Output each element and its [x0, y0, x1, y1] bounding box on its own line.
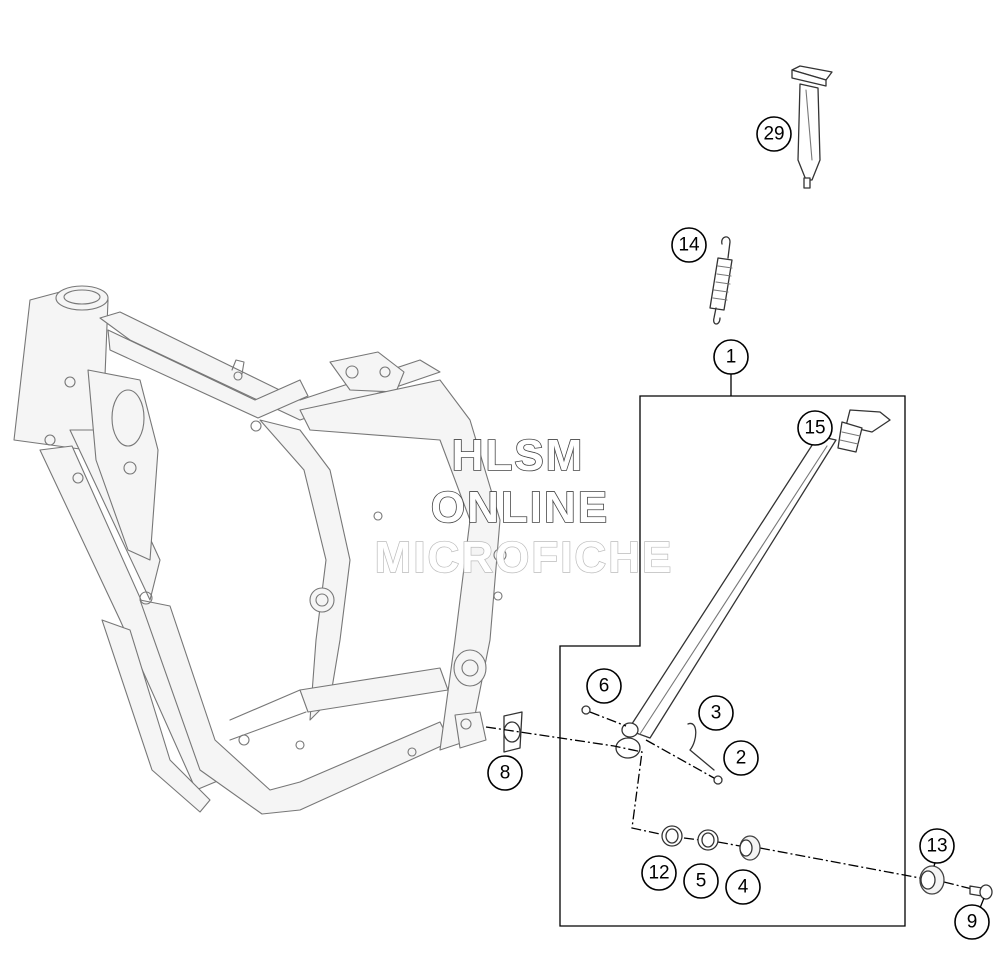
part-3-bracket — [645, 722, 723, 785]
watermark-line-2: ONLINE — [431, 483, 609, 532]
motorcycle-frame — [13, 285, 507, 815]
callout-2-label: 2 — [736, 748, 747, 769]
part-6-screw — [581, 705, 627, 727]
callout-15-label: 15 — [804, 418, 825, 439]
side-stand-leg — [615, 435, 837, 759]
callout-9[interactable]: 9 — [954, 904, 990, 940]
callout-4[interactable]: 4 — [725, 869, 761, 905]
part-14-spring — [709, 236, 733, 325]
callout-4-label: 4 — [738, 877, 749, 898]
callout-6-label: 6 — [599, 676, 610, 697]
part-29-tool — [791, 65, 833, 189]
watermark-line-3: MICROFICHE — [375, 533, 674, 582]
callout-8-label: 8 — [500, 763, 511, 784]
callout-5-label: 5 — [696, 871, 707, 892]
callout-1-label: 1 — [726, 347, 737, 368]
assembly-bracket — [559, 374, 906, 927]
callout-9-label: 9 — [967, 912, 978, 933]
callout-15[interactable]: 15 — [797, 410, 833, 446]
part-4-bushing — [739, 835, 761, 861]
leader-9 — [979, 897, 985, 909]
callout-12-label: 12 — [648, 863, 669, 884]
watermark-line-1: HLSM — [452, 431, 585, 480]
callout-3-label: 3 — [711, 703, 722, 724]
part-13-bushing — [919, 865, 945, 895]
callout-13-label: 13 — [926, 836, 947, 857]
callout-2[interactable]: 2 — [723, 740, 759, 776]
callout-1[interactable]: 1 — [713, 339, 749, 375]
callout-6[interactable]: 6 — [586, 668, 622, 704]
callout-14[interactable]: 14 — [671, 227, 707, 263]
callout-14-label: 14 — [678, 235, 700, 256]
callout-8[interactable]: 8 — [487, 755, 523, 791]
part-9-bolt — [969, 884, 993, 900]
assembly-axis-line-2 — [683, 837, 985, 893]
watermark: HLSM ONLINE MICROFICHE — [374, 430, 674, 583]
callout-12[interactable]: 12 — [641, 855, 677, 891]
assembly-axis-line — [485, 726, 661, 835]
callout-29[interactable]: 29 — [756, 116, 792, 152]
part-5-washer — [697, 829, 719, 851]
callout-29-label: 29 — [763, 124, 784, 145]
part-12-ring — [661, 825, 683, 847]
callout-13[interactable]: 13 — [919, 828, 955, 864]
part-15-stand-foot — [837, 409, 891, 453]
callout-5[interactable]: 5 — [683, 863, 719, 899]
part-8-nut — [503, 711, 523, 753]
callout-3[interactable]: 3 — [698, 695, 734, 731]
